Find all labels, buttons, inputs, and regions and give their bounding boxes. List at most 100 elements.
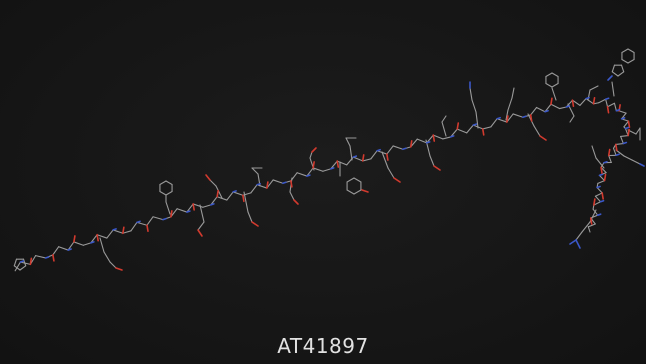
backbone-bond [615,142,624,146]
side-chain [471,99,477,113]
backbone-bond [362,158,372,162]
carbonyl-oxygen [481,128,485,136]
carbonyl-oxygen [146,224,149,233]
carbonyl-oxygen [550,97,553,106]
carbonyl-oxygen [96,233,99,242]
amide-nitrogen [522,115,527,119]
backbone-bond [612,147,617,156]
amide-nitrogen [44,256,50,259]
backbone-bond [210,196,218,206]
carbonyl-oxygen [627,128,630,137]
backbone-bond [250,184,258,194]
backbone-bond [596,186,603,194]
backbone-bond [496,118,508,123]
carbonyl-oxygen [601,192,604,200]
backbone-bond [272,179,284,184]
backbone-bond [186,203,194,213]
indole-ring-5 [620,64,625,73]
backbone-bond [112,229,124,234]
amide-nitrogen [599,199,605,203]
amide-nitrogen [624,126,630,130]
amide-nitrogen [186,210,191,213]
side-chain [309,151,313,159]
amide-nitrogen [329,167,335,170]
amide-nitrogen [604,97,610,101]
backbone-bond [14,261,21,272]
backbone-bond [226,191,234,201]
indole-ring-6 [627,58,635,64]
backbone-bond [176,208,188,213]
backbone-bond [620,135,624,145]
backbone-bond [605,98,609,108]
backbone-bond [506,113,514,123]
backbone-bond [530,106,538,116]
backbone-bond [594,195,602,203]
backbone-bond [232,191,244,196]
backbone-bond [426,134,434,144]
side-chain [247,211,253,223]
carbonyl-oxygen [592,96,596,105]
side-chain [475,111,479,129]
backbone-bond [416,138,428,144]
backbone-bond [608,154,612,164]
amide-nitrogen [585,96,590,100]
amine-nitrogen [639,163,645,167]
backbone-bond [442,136,452,140]
backbone-bond [594,192,603,197]
carboxyl-oxygen [251,221,259,227]
side-chain [289,191,295,201]
backbone-bond [593,102,600,105]
carbonyl-oxygen [600,166,603,175]
backbone-bond [82,242,92,246]
side-chain [635,127,641,135]
backbone-bond [58,246,69,251]
backbone-bond [600,162,605,168]
side-chain [345,137,351,147]
phenol-ring [346,177,355,183]
carbonyl-oxygen [593,198,596,206]
carbonyl-oxygen [216,189,219,198]
hydroxyl-oxygen [205,174,211,181]
carbonyl-oxygen [571,99,575,108]
carbonyl-oxygen [290,180,293,188]
backbone-bond [550,103,561,110]
phenyl-ring [159,180,167,186]
backbone-bond [535,106,546,113]
molecule-caption: AT41897 [277,334,369,358]
phenyl-ring [545,82,553,88]
backbone-bond [152,216,164,221]
side-chain [591,145,597,159]
side-chain [103,251,111,263]
carbonyl-oxygen [170,210,173,218]
side-chain [551,87,557,101]
phenol-ring [353,177,362,183]
carbonyl-oxygen [529,114,533,122]
backbone-bond [587,226,591,233]
phenyl-ring [551,82,559,88]
side-chain [109,261,117,269]
side-chain [581,221,591,233]
backbone-bond [73,241,84,246]
backbone-bond [466,124,474,134]
phenol-ring [346,189,355,195]
carbonyl-oxygen [386,153,389,161]
indole-ring-6 [627,48,635,54]
side-chain [199,204,205,223]
amide-nitrogen [376,148,381,152]
backbone-bond [432,134,444,140]
backbone-bond [322,168,332,172]
carbonyl-oxygen [409,140,413,148]
carbonyl-oxygen [312,161,315,169]
backbone-bond [202,204,212,208]
carbonyl-oxygen [73,235,76,243]
amide-nitrogen [352,155,358,158]
imidazole-ring [19,265,27,271]
backbone-bond [96,234,108,239]
backbone-bond [312,167,324,172]
amide-nitrogen [232,190,237,193]
backbone-bond [35,255,47,259]
side-chain [349,145,353,161]
phenyl-ring [551,72,559,78]
indole-ring-6 [621,58,629,64]
amide-nitrogen [112,228,117,231]
